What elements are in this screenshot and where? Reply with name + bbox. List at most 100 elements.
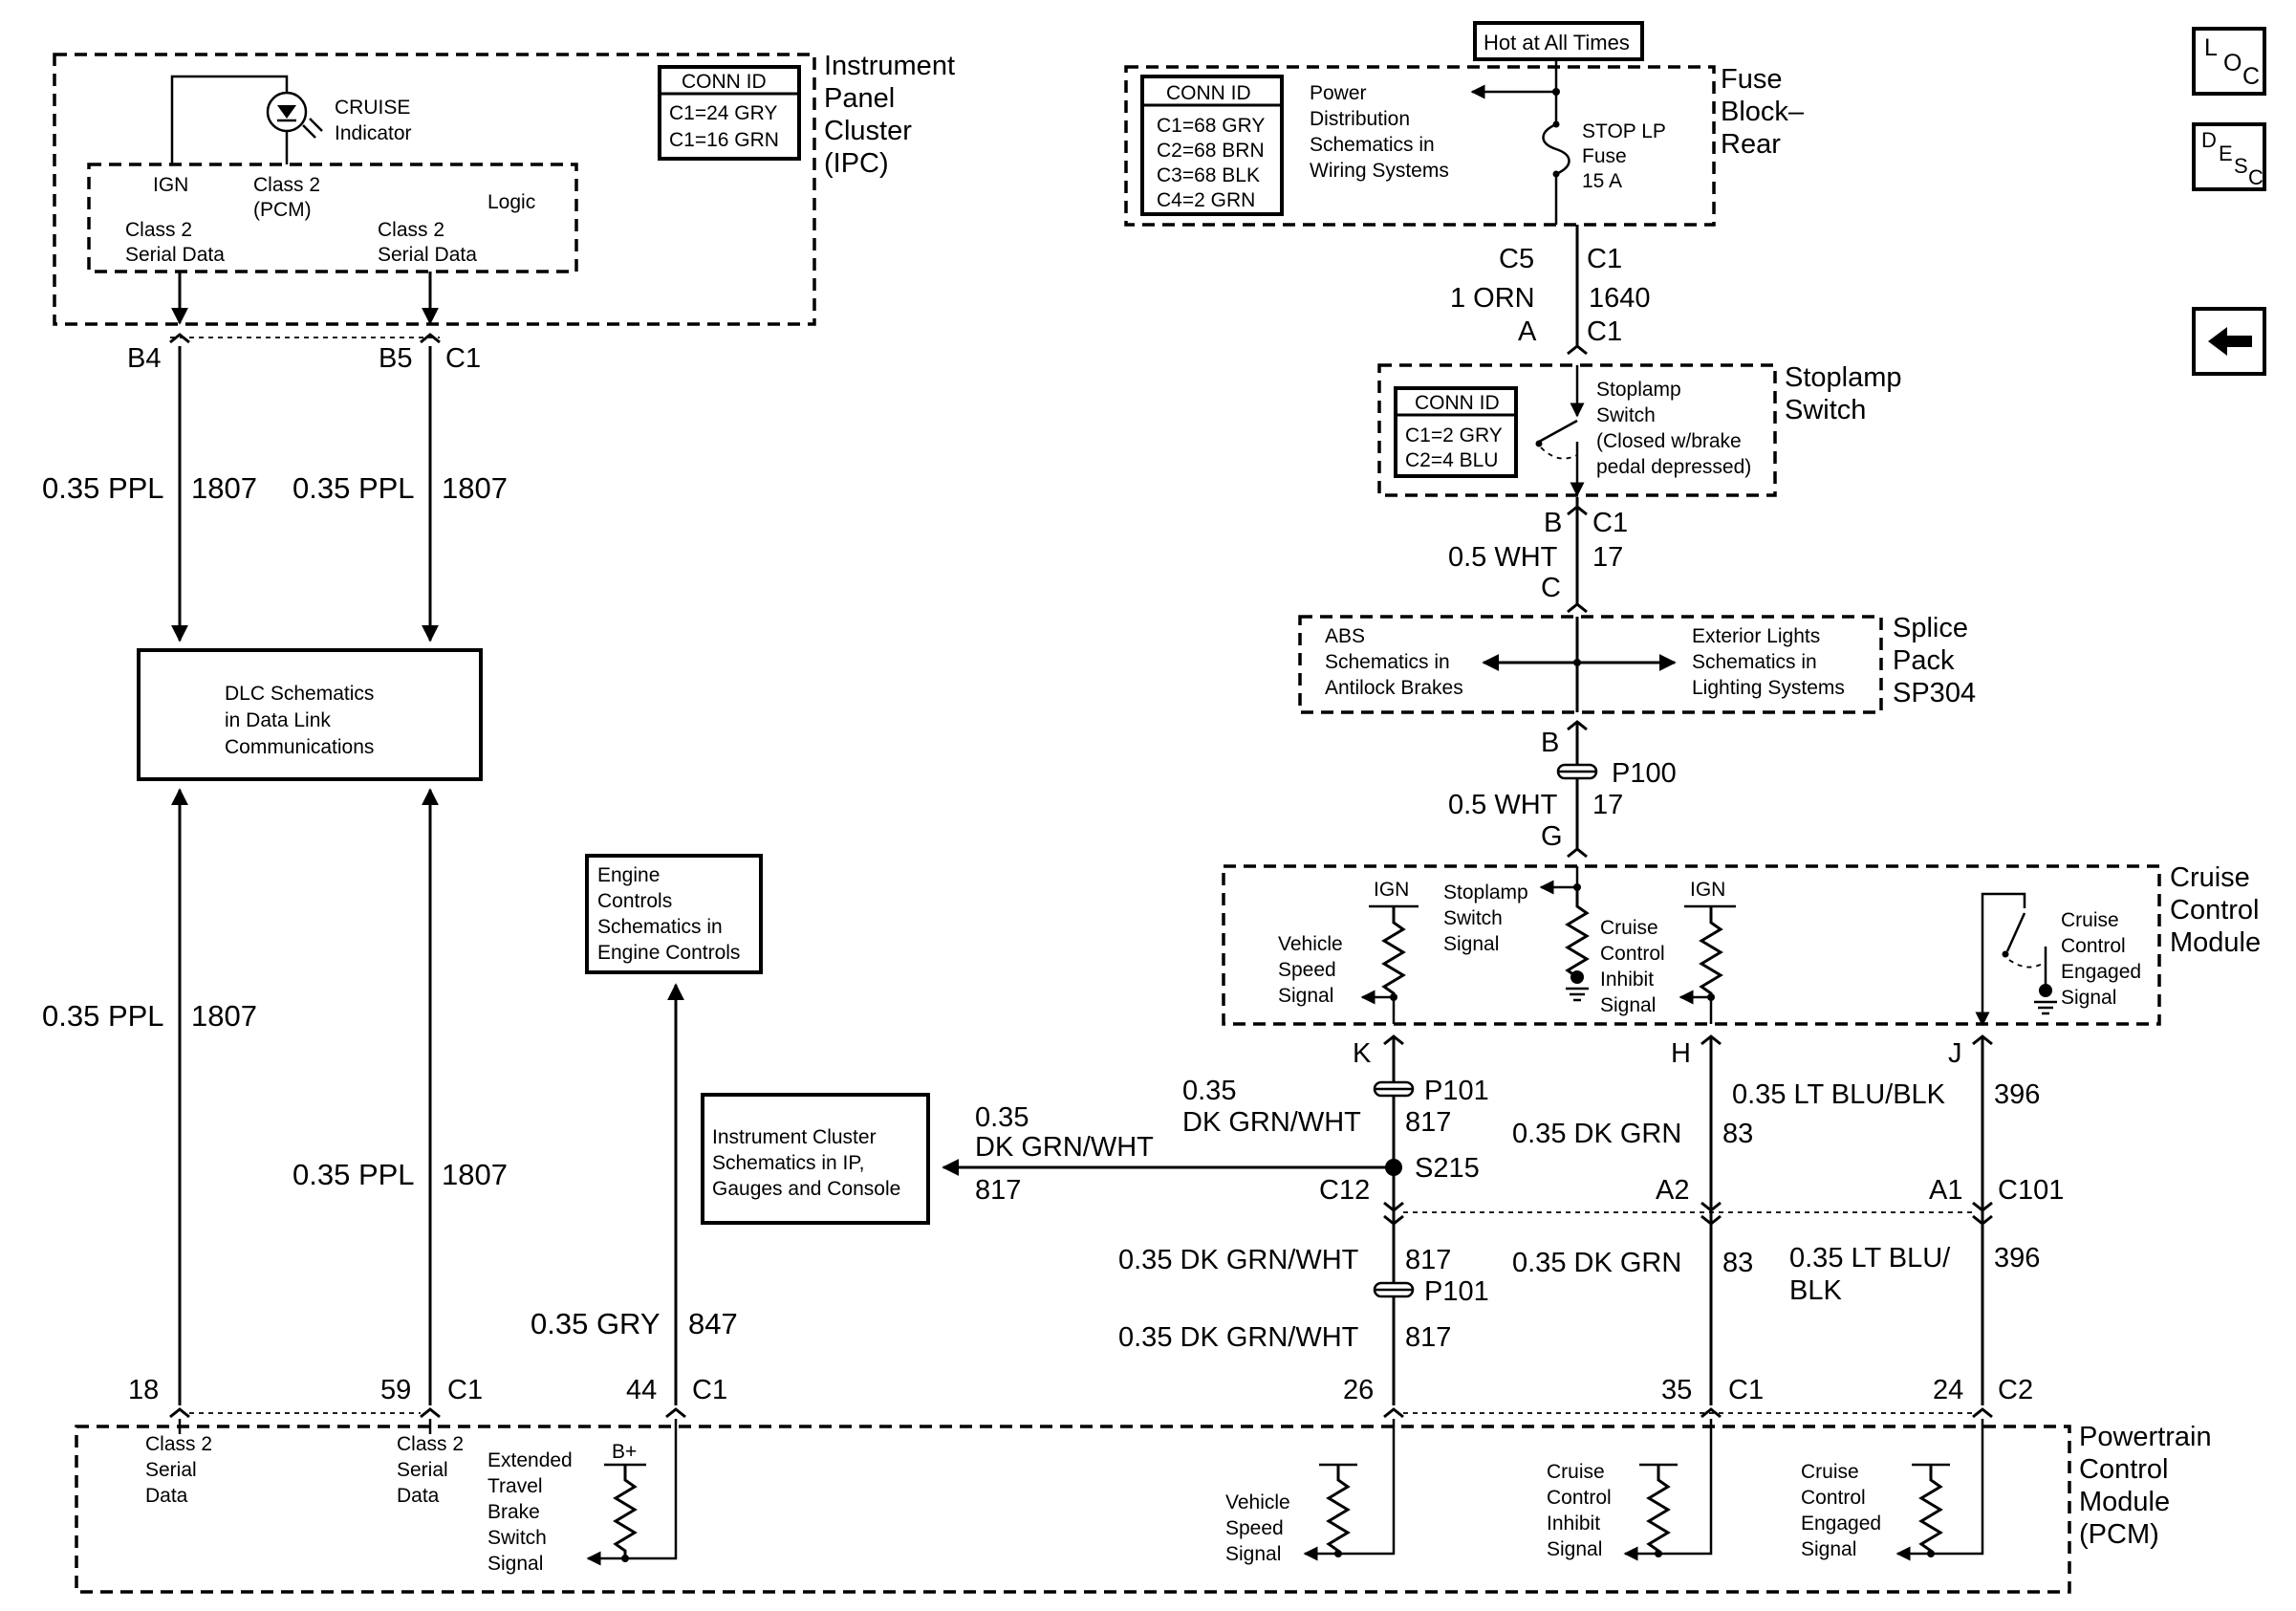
svg-text:0.35 PPL: 0.35 PPL — [292, 471, 415, 505]
svg-text:1807: 1807 — [191, 471, 257, 505]
resistor-icon — [1918, 1465, 1943, 1554]
resistor-icon — [1699, 906, 1723, 997]
svg-text:Cruise: Cruise — [2061, 909, 2119, 931]
svg-text:Cruise: Cruise — [1547, 1461, 1605, 1483]
svg-text:B: B — [1544, 508, 1562, 538]
svg-text:C1: C1 — [1587, 244, 1622, 274]
dlc-schematics-box[interactable]: DLC Schematics in Data Link Communicatio… — [137, 648, 483, 781]
svg-text:Engine: Engine — [597, 864, 660, 886]
p100-connector: P100 — [1612, 758, 1677, 789]
svg-text:59: 59 — [380, 1375, 411, 1405]
svg-text:847: 847 — [688, 1307, 738, 1340]
svg-text:0.35: 0.35 — [975, 1102, 1029, 1133]
instrument-cluster-box[interactable]: Instrument Cluster Schematics in IP, Gau… — [701, 1093, 930, 1225]
splice-title: Splice — [1893, 613, 1968, 643]
svg-text:(PCM): (PCM) — [253, 199, 312, 221]
stoplamp-title: Stoplamp — [1785, 362, 1902, 393]
ipc-conn-id-table: CONN ID C1=24 GRY C1=16 GRN — [658, 65, 801, 161]
desc-icon[interactable]: D E S C — [2192, 122, 2266, 191]
svg-text:35: 35 — [1661, 1375, 1692, 1405]
svg-text:C2=68 BRN: C2=68 BRN — [1157, 140, 1265, 162]
svg-text:Control: Control — [1547, 1487, 1612, 1509]
svg-text:Controls: Controls — [597, 890, 672, 912]
wire-1807-bottom: 0.35 PPL 1807 0.35 PPL 1807 — [42, 788, 508, 1405]
wire-817: P101 0.35 DK GRN/WHT 817 S215 0.35 DK GR… — [942, 1038, 1489, 1405]
svg-text:C1: C1 — [445, 343, 481, 374]
svg-text:Engaged: Engaged — [1801, 1513, 1881, 1535]
svg-text:15 A: 15 A — [1582, 170, 1622, 192]
resistor-icon — [1381, 906, 1406, 997]
svg-text:0.35 DK GRN/WHT: 0.35 DK GRN/WHT — [1118, 1245, 1359, 1275]
svg-text:Block–: Block– — [1721, 97, 1805, 127]
svg-text:0.35 LT BLU/: 0.35 LT BLU/ — [1789, 1243, 1951, 1274]
svg-text:Inhibit: Inhibit — [1600, 969, 1654, 991]
wire-847: 0.35 GRY 847 — [531, 983, 738, 1405]
svg-text:Signal: Signal — [1547, 1538, 1602, 1560]
svg-text:pedal depressed): pedal depressed) — [1596, 456, 1751, 478]
svg-text:Serial: Serial — [145, 1459, 197, 1481]
svg-text:Stoplamp: Stoplamp — [1443, 882, 1528, 903]
hot-at-all-times-box: Hot at All Times — [1473, 21, 1644, 61]
svg-text:Control: Control — [1600, 943, 1665, 965]
svg-text:Vehicle: Vehicle — [1225, 1491, 1290, 1513]
svg-text:C1=24 GRY: C1=24 GRY — [669, 102, 777, 124]
svg-text:396: 396 — [1994, 1079, 2040, 1110]
loc-letter-l: L — [2204, 34, 2218, 61]
desc-letter-d: D — [2201, 128, 2217, 152]
svg-text:in Data Link: in Data Link — [225, 709, 331, 731]
svg-text:C1: C1 — [692, 1375, 727, 1405]
svg-text:Switch: Switch — [1443, 907, 1503, 929]
svg-text:Engaged: Engaged — [2061, 961, 2141, 983]
svg-text:C1=68 GRY: C1=68 GRY — [1157, 115, 1265, 137]
svg-text:0.35: 0.35 — [1182, 1076, 1236, 1106]
svg-text:17: 17 — [1592, 790, 1623, 820]
svg-text:1 ORN: 1 ORN — [1450, 283, 1535, 314]
svg-text:Class 2: Class 2 — [125, 219, 192, 241]
svg-text:0.35 PPL: 0.35 PPL — [42, 471, 164, 505]
pin-b5: B5 — [379, 343, 412, 374]
svg-text:83: 83 — [1722, 1119, 1753, 1149]
svg-text:C12: C12 — [1319, 1175, 1370, 1206]
p101-connector: P101 — [1424, 1076, 1489, 1106]
svg-text:0.5 WHT: 0.5 WHT — [1448, 790, 1558, 820]
svg-text:18: 18 — [128, 1375, 159, 1405]
svg-text:Control: Control — [2079, 1454, 2169, 1485]
powertrain-control-module: Powertrain Control Module (PCM) Class 2 … — [75, 1419, 2212, 1594]
svg-text:STOP LP: STOP LP — [1582, 120, 1666, 142]
engine-controls-box[interactable]: Engine Controls Schematics in Engine Con… — [585, 854, 763, 974]
svg-text:Schematics in: Schematics in — [1692, 651, 1817, 673]
inline-connector-c101 — [1383, 1201, 1993, 1226]
svg-text:C101: C101 — [1998, 1175, 2064, 1206]
desc-letter-c: C — [2248, 165, 2264, 189]
fuse-block-title: Fuse — [1721, 64, 1782, 95]
svg-text:Signal: Signal — [1278, 985, 1333, 1007]
svg-text:0.35 DK GRN: 0.35 DK GRN — [1512, 1119, 1681, 1149]
svg-text:Class 2: Class 2 — [397, 1433, 464, 1455]
svg-text:0.35 PPL: 0.35 PPL — [292, 1158, 415, 1191]
svg-text:Signal: Signal — [1600, 994, 1656, 1016]
loc-icon[interactable]: L O C — [2192, 27, 2266, 96]
svg-text:1640: 1640 — [1589, 283, 1651, 314]
wire-1807-top: 0.35 PPL 1807 0.35 PPL 1807 — [42, 346, 508, 642]
svg-text:C3=68 BLK: C3=68 BLK — [1157, 164, 1260, 186]
svg-text:(IPC): (IPC) — [824, 148, 889, 179]
desc-letter-s: S — [2234, 154, 2248, 178]
pin-k: K — [1353, 1038, 1372, 1069]
svg-text:CRUISE: CRUISE — [335, 97, 410, 119]
svg-text:Travel: Travel — [487, 1475, 543, 1497]
pcm-connector: 18 59 C1 44 C1 26 35 C1 24 C2 — [128, 1375, 2033, 1419]
svg-text:C: C — [1541, 573, 1561, 603]
fuse-icon — [1542, 120, 1570, 178]
svg-text:Signal: Signal — [1801, 1538, 1856, 1560]
svg-text:83: 83 — [1722, 1248, 1753, 1278]
svg-text:C4=2 GRN: C4=2 GRN — [1157, 189, 1255, 211]
svg-text:17: 17 — [1592, 542, 1623, 573]
svg-text:Schematics in: Schematics in — [1310, 134, 1435, 156]
svg-text:Serial Data: Serial Data — [125, 244, 225, 266]
svg-text:Lighting Systems: Lighting Systems — [1692, 677, 1845, 699]
stoplamp-conn-id-table: CONN ID C1=2 GRY C2=4 BLU — [1394, 386, 1518, 478]
svg-text:Extended: Extended — [487, 1449, 573, 1471]
arrow-left-icon[interactable] — [2192, 307, 2266, 376]
resistor-icon — [1326, 1465, 1351, 1554]
svg-text:Schematics in IP,: Schematics in IP, — [712, 1152, 865, 1174]
